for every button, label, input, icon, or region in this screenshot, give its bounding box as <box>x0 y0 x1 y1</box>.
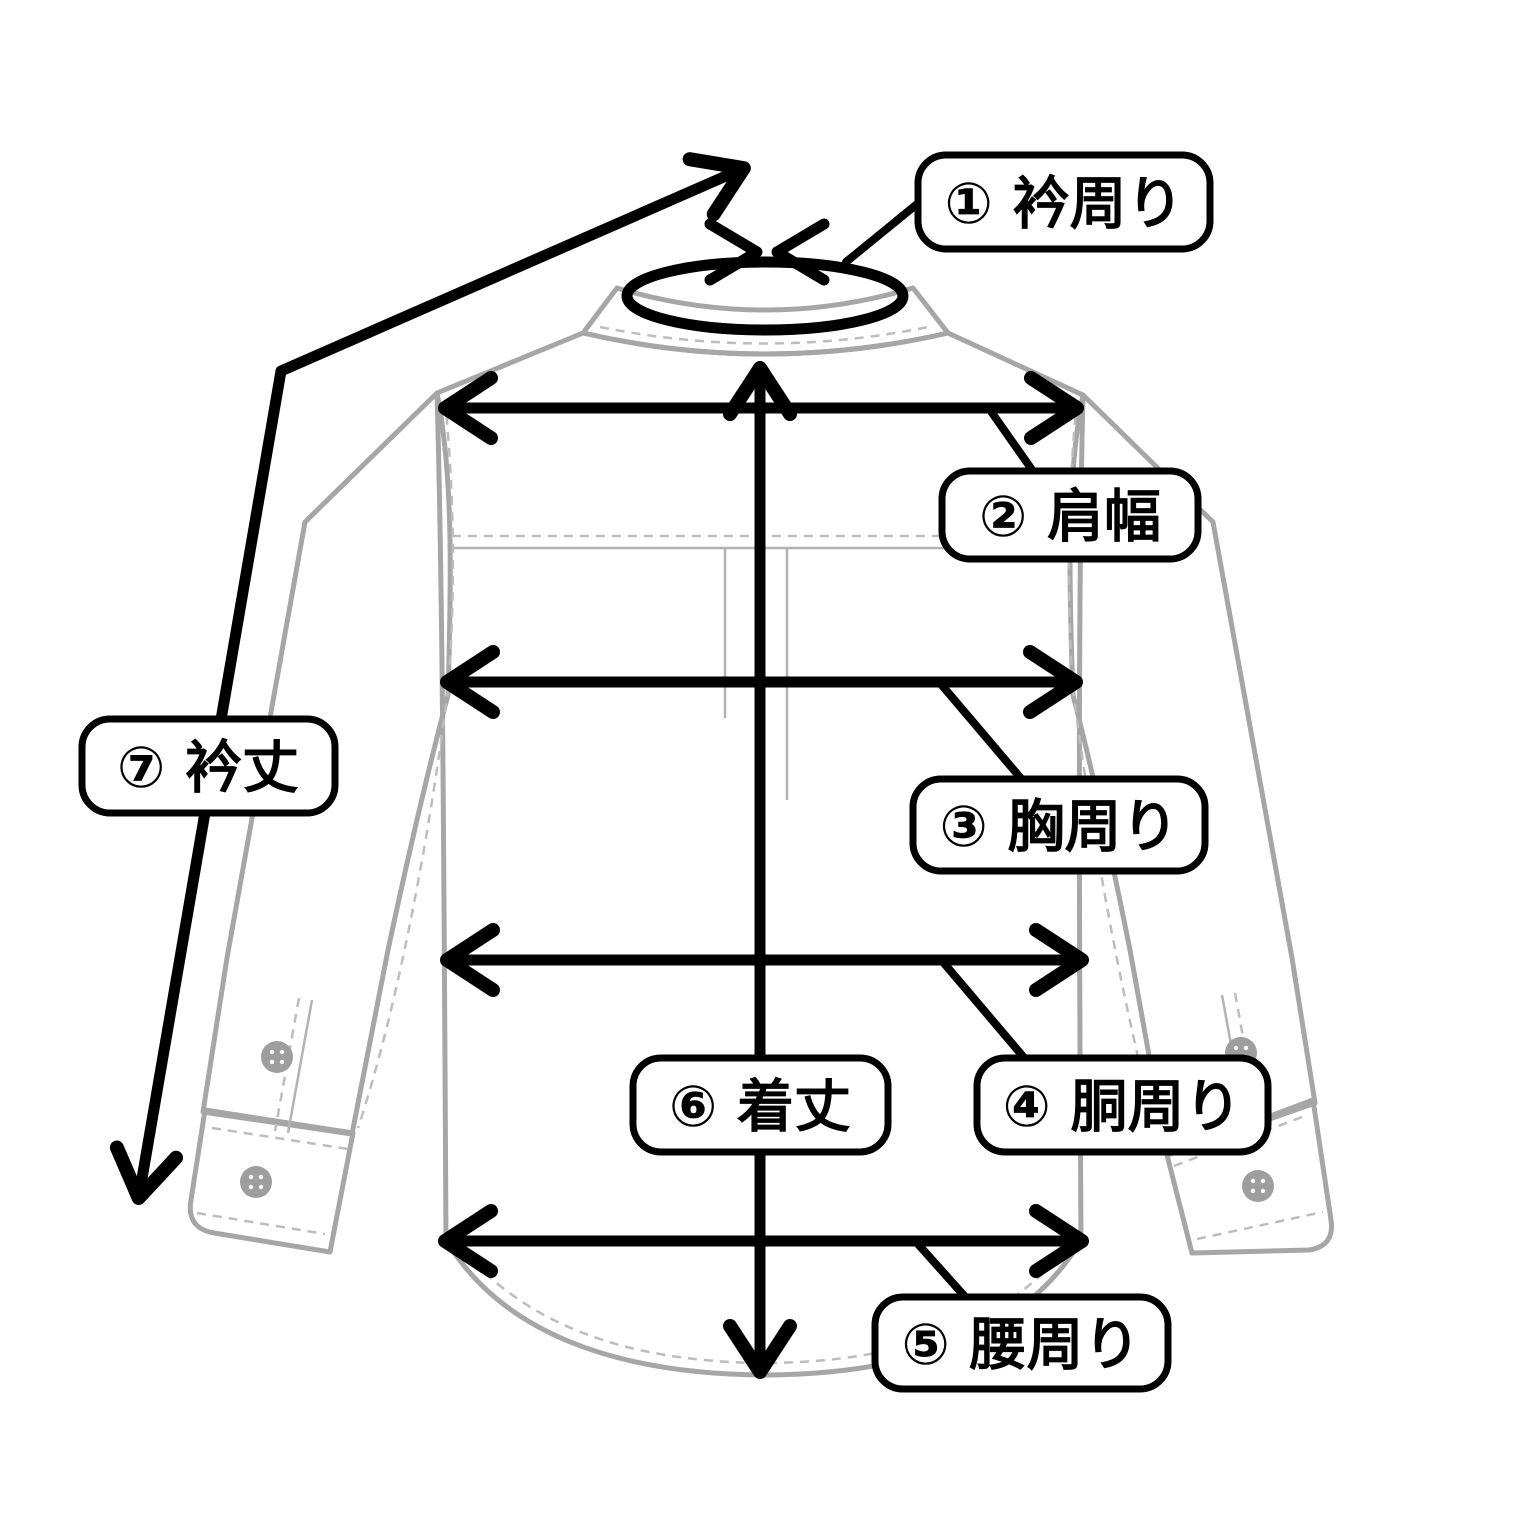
label-text-5: ⑤ 腰周り <box>901 1312 1140 1378</box>
label-collar-circumference: ① 衿周り <box>914 151 1214 253</box>
right-cuff-button <box>1242 1170 1274 1202</box>
collar-chevron-left-icon <box>771 218 830 286</box>
callout-line-5 <box>913 1239 972 1304</box>
label-box-2 <box>938 467 1202 563</box>
left-cuff-stitch <box>196 1126 349 1236</box>
label-text-2: ② 肩幅 <box>979 484 1161 550</box>
measurement-lines <box>109 152 1089 1379</box>
label-box-5 <box>871 1293 1172 1393</box>
left-placket-line <box>286 999 314 1134</box>
label-box-3 <box>909 775 1209 875</box>
label-box-7 <box>78 715 339 817</box>
label-text-6: ⑥ 着丈 <box>669 1074 851 1140</box>
label-box-6 <box>629 1054 892 1156</box>
left-cuff-button <box>240 1166 272 1198</box>
label-text-7: ⑦ 衿丈 <box>117 735 299 801</box>
callout-line-2 <box>986 406 1039 478</box>
left-placket-button <box>261 1041 293 1073</box>
label-box-1 <box>914 151 1214 253</box>
label-shoulder-width: ② 肩幅 <box>938 467 1202 563</box>
label-box-4 <box>973 1054 1272 1156</box>
label-collar-length: ⑦ 衿丈 <box>78 715 339 817</box>
callout-line-1 <box>842 196 926 266</box>
collar-chevron-right-icon <box>704 218 763 286</box>
callout-line-4 <box>939 958 1030 1064</box>
collar-stitch <box>599 325 929 345</box>
label-text-4: ④ 胴周り <box>1002 1074 1241 1140</box>
right-cuff <box>1164 1097 1335 1256</box>
label-chest: ③ 胸周り <box>909 775 1209 875</box>
callout-line-3 <box>936 679 1028 786</box>
label-text-3: ③ 胸周り <box>939 794 1178 860</box>
label-hip: ⑤ 腰周り <box>871 1293 1172 1393</box>
collar-circumference-ellipse <box>621 256 909 336</box>
label-text-1: ① 衿周り <box>944 171 1183 237</box>
collar-length-arrow <box>109 152 751 1205</box>
labels: ① 衿周り ② 肩幅 ③ 胸周り ④ 胴周り ⑤ 腰周り ⑥ 着丈 ⑦ 衿丈 <box>78 151 1272 1393</box>
label-body-length: ⑥ 着丈 <box>629 1054 892 1156</box>
label-waist: ④ 胴周り <box>973 1054 1272 1156</box>
